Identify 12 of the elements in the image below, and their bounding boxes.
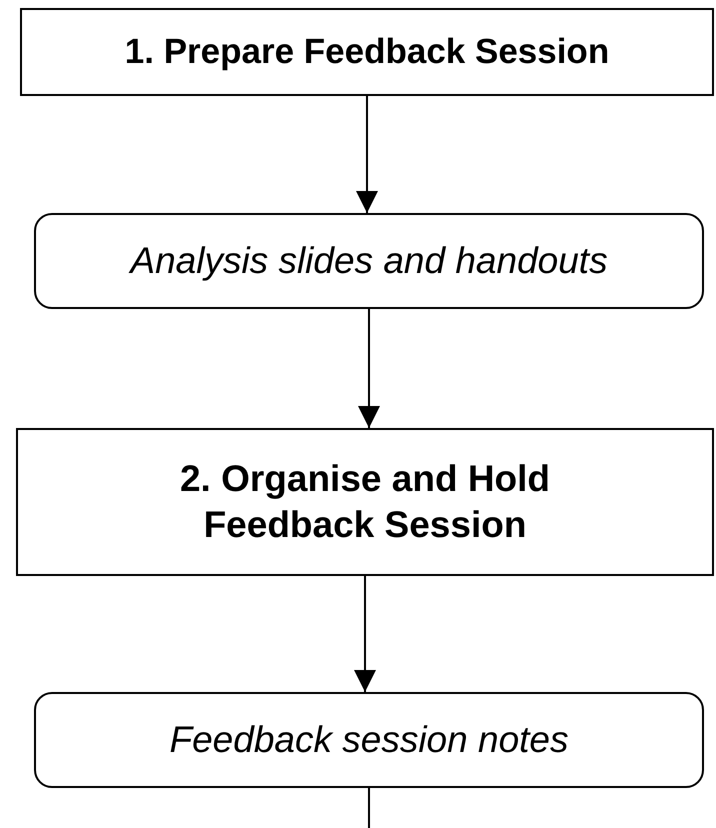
connector-line — [368, 788, 370, 828]
step-title: 2. Organise and Hold Feedback Session — [178, 456, 552, 547]
output-label: Feedback session notes — [169, 718, 568, 762]
output-box — [34, 692, 704, 788]
arrow — [354, 576, 376, 692]
step-title: 1. Prepare Feedback Session — [124, 31, 610, 74]
arrow — [358, 309, 380, 428]
process-box — [20, 8, 714, 96]
output-box — [34, 213, 704, 309]
process-box — [16, 428, 714, 576]
arrow — [356, 96, 378, 213]
output-label: Analysis slides and handouts — [130, 238, 608, 283]
